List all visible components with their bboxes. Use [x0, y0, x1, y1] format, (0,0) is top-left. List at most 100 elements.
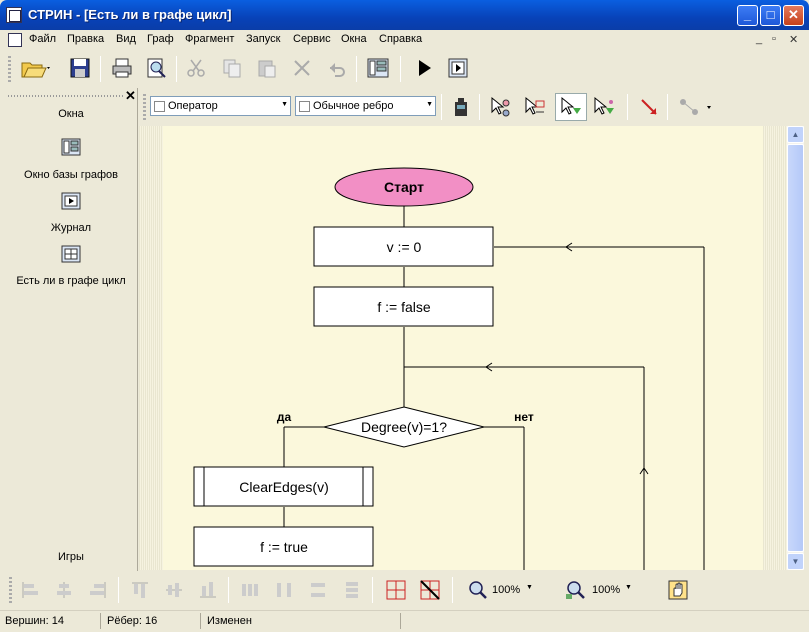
distribute-v-button[interactable] — [306, 578, 330, 602]
menu-fragment[interactable]: Фрагмент — [185, 33, 235, 45]
delete-icon — [294, 60, 310, 76]
distribute-h-button[interactable] — [238, 578, 262, 602]
distribute-horizontal-icon — [277, 583, 291, 597]
zoom-fit-button[interactable] — [564, 578, 588, 602]
edge-type-value: Обычное ребро — [313, 100, 394, 112]
vertex-type-icon — [154, 101, 165, 112]
pointer-tool[interactable] — [637, 95, 661, 119]
open-button[interactable] — [18, 56, 54, 80]
menu-windows[interactable]: Окна — [341, 33, 367, 45]
align-middle-button[interactable] — [162, 578, 186, 602]
chevron-down-icon[interactable]: ▼ — [526, 584, 533, 591]
mdi-restore-button[interactable]: ▫ — [772, 33, 776, 45]
connect-tool[interactable] — [675, 95, 715, 119]
add-edge-tool[interactable] — [523, 95, 547, 119]
cursor-edge-icon — [525, 96, 545, 115]
vertical-scrollbar[interactable]: ▲ ▼ — [787, 126, 804, 570]
menu-edit[interactable]: Правка — [67, 33, 105, 45]
menu-service[interactable]: Сервис — [293, 33, 331, 45]
yes-label: да — [277, 410, 292, 424]
menu-view[interactable]: Вид — [116, 33, 136, 45]
subroutine-node[interactable] — [193, 466, 374, 507]
flowchart: Старт v := 0 f := false Degree(v)=1? да … — [193, 167, 705, 570]
align-left-button[interactable] — [18, 578, 42, 602]
sidebar-item-graph-cycle[interactable]: Есть ли в графе цикл — [16, 275, 126, 287]
chevron-down-icon: ▼ — [281, 101, 288, 108]
align-right-icon — [90, 582, 106, 598]
delete-button[interactable] — [290, 56, 314, 80]
chevron-down-icon[interactable]: ▼ — [625, 584, 632, 591]
panel-footer-games[interactable]: Игры — [58, 551, 84, 563]
close-button[interactable]: ✕ — [783, 5, 804, 26]
align-top-button[interactable] — [128, 578, 152, 602]
menu-run[interactable]: Запуск — [246, 33, 281, 45]
panel-close-button[interactable]: ✕ — [125, 88, 136, 103]
add-vertex-tool[interactable] — [489, 95, 513, 119]
journal-icon[interactable] — [61, 192, 81, 210]
print-button[interactable] — [110, 56, 134, 80]
zoom-value[interactable]: 100% — [492, 584, 521, 596]
zoom-fit-value[interactable]: 100% — [592, 584, 621, 596]
align-bottom-icon — [200, 582, 216, 598]
copy-button[interactable] — [220, 56, 244, 80]
paste-icon — [258, 60, 276, 78]
align-center-button[interactable] — [52, 578, 76, 602]
menu-file[interactable]: Файл — [29, 33, 57, 45]
document-icon[interactable] — [8, 33, 22, 47]
align-toolbar: 100% ▼ 100% ▼ — [4, 572, 805, 608]
operator-node[interactable] — [313, 286, 494, 327]
align-center-icon — [57, 582, 71, 598]
grid-button[interactable] — [384, 578, 408, 602]
distribute-horizontal-icon — [242, 584, 258, 596]
run-button[interactable] — [412, 56, 436, 80]
start-node[interactable] — [334, 167, 474, 207]
undo-button[interactable] — [324, 56, 348, 80]
vertex-type-select[interactable]: Оператор ▼ — [150, 96, 291, 116]
operator-node[interactable] — [313, 226, 494, 267]
scroll-up-icon[interactable]: ▲ — [787, 126, 804, 143]
status-edges: Рёбер: 16 — [107, 615, 158, 627]
scroll-down-icon[interactable]: ▼ — [787, 553, 804, 570]
graph-canvas[interactable]: Старт v := 0 f := false Degree(v)=1? да … — [139, 126, 787, 570]
mdi-close-button[interactable]: ✕ — [789, 34, 799, 46]
distribute-h2-button[interactable] — [272, 578, 296, 602]
select-tool[interactable] — [555, 93, 587, 121]
distribute-v2-button[interactable] — [340, 578, 364, 602]
no-grid-button[interactable] — [418, 578, 442, 602]
graph-base-icon[interactable] — [61, 138, 81, 156]
graph-base-button[interactable] — [366, 56, 390, 80]
journal-button[interactable] — [446, 56, 470, 80]
menu-graph[interactable]: Граф — [147, 33, 174, 45]
cut-button[interactable] — [184, 56, 208, 80]
journal-icon — [448, 58, 468, 78]
menu-help[interactable]: Справка — [379, 33, 423, 45]
select-all-tool[interactable] — [593, 95, 617, 119]
no-grid-icon — [420, 580, 440, 600]
mdi-minimize-button[interactable]: _ — [756, 33, 763, 45]
preview-button[interactable] — [144, 56, 168, 80]
zoom-button[interactable] — [466, 578, 490, 602]
maximize-button[interactable]: □ — [760, 5, 781, 26]
operator-node-label: f := true — [260, 539, 308, 555]
paste-button[interactable] — [255, 56, 279, 80]
edge-type-select[interactable]: Обычное ребро ▼ — [295, 96, 436, 116]
align-right-button[interactable] — [86, 578, 110, 602]
subroutine-node-label: ClearEdges(v) — [239, 479, 328, 495]
operator-node[interactable] — [193, 526, 374, 567]
distribute-vertical-icon — [346, 582, 358, 598]
weight-button[interactable] — [449, 95, 473, 119]
pan-button[interactable] — [666, 578, 690, 602]
condition-node-label: Degree(v)=1? — [361, 419, 447, 435]
app-icon — [6, 7, 22, 23]
sidebar-item-graph-base[interactable]: Окно базы графов — [24, 169, 118, 181]
align-bottom-button[interactable] — [196, 578, 220, 602]
sidebar-item-journal[interactable]: Журнал — [50, 222, 92, 234]
graph-window-icon[interactable] — [61, 245, 81, 263]
cursor-vertex-icon — [491, 96, 510, 117]
scroll-thumb[interactable] — [787, 144, 804, 552]
status-vertices: Вершин: 14 — [5, 615, 64, 627]
save-button[interactable] — [68, 56, 92, 80]
vertex-type-value: Оператор — [168, 100, 218, 112]
minimize-button[interactable]: _ — [737, 5, 758, 26]
condition-node[interactable] — [323, 406, 485, 448]
